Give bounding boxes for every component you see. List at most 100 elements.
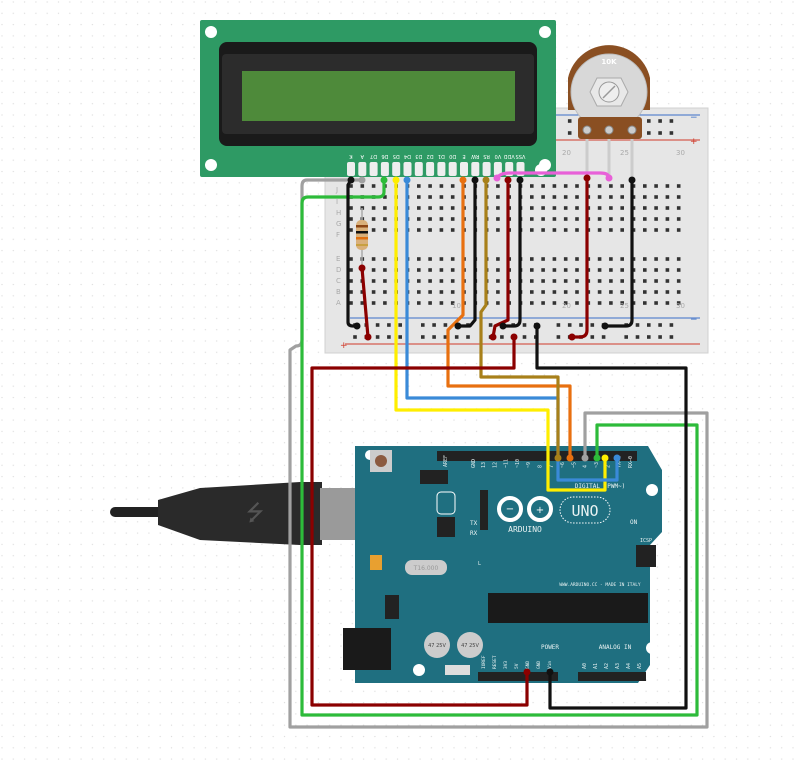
rail-hole[interactable] — [500, 335, 504, 339]
breadboard-hole[interactable] — [428, 301, 432, 305]
potentiometer[interactable]: 10K — [568, 45, 650, 176]
wire-endpoint[interactable] — [347, 176, 355, 184]
breadboard-hole[interactable] — [597, 195, 602, 199]
rail-hole[interactable] — [398, 335, 402, 339]
breadboard-hole[interactable] — [496, 301, 500, 305]
breadboard-hole[interactable] — [665, 206, 670, 210]
lcd-pin[interactable] — [403, 162, 412, 176]
breadboard-hole[interactable] — [665, 257, 670, 261]
breadboard-hole[interactable] — [575, 217, 579, 221]
wire-darkred-pot[interactable] — [570, 176, 589, 339]
rail-hole[interactable] — [669, 335, 674, 339]
breadboard-hole[interactable] — [541, 206, 545, 210]
wire-endpoint[interactable] — [364, 333, 372, 341]
rail-hole[interactable] — [567, 119, 572, 123]
breadboard-hole[interactable] — [620, 195, 624, 199]
breadboard-hole[interactable] — [575, 195, 579, 199]
breadboard-hole[interactable] — [676, 206, 681, 210]
wire-endpoint[interactable] — [504, 176, 512, 184]
breadboard-hole[interactable] — [676, 184, 681, 188]
lcd-pin[interactable] — [493, 162, 502, 176]
wire-endpoint[interactable] — [459, 176, 467, 184]
breadboard-hole[interactable] — [575, 184, 579, 188]
wire-black-rw[interactable] — [456, 178, 477, 328]
breadboard-hole[interactable] — [541, 257, 545, 261]
breadboard-hole[interactable] — [575, 290, 579, 294]
lcd-pin[interactable] — [482, 162, 491, 176]
breadboard-hole[interactable] — [496, 184, 500, 188]
breadboard-hole[interactable] — [450, 268, 455, 272]
breadboard-hole[interactable] — [371, 301, 376, 305]
breadboard-hole[interactable] — [417, 195, 421, 199]
breadboard-hole[interactable] — [597, 228, 602, 232]
rail-hole[interactable] — [556, 335, 561, 339]
breadboard-hole[interactable] — [349, 257, 353, 261]
wire-darkred-5v[interactable] — [310, 335, 529, 707]
breadboard-hole[interactable] — [575, 279, 579, 283]
breadboard-hole[interactable] — [609, 279, 613, 283]
breadboard-hole[interactable] — [383, 257, 387, 261]
breadboard-hole[interactable] — [609, 257, 613, 261]
breadboard-hole[interactable] — [349, 206, 353, 210]
breadboard-hole[interactable] — [676, 301, 681, 305]
breadboard-hole[interactable] — [450, 206, 455, 210]
breadboard-hole[interactable] — [609, 290, 613, 294]
breadboard-hole[interactable] — [620, 228, 624, 232]
breadboard-hole[interactable] — [654, 268, 658, 272]
lcd-pin[interactable] — [347, 162, 355, 176]
breadboard-hole[interactable] — [371, 228, 376, 232]
breadboard-hole[interactable] — [439, 217, 444, 221]
wire-black-vss[interactable] — [501, 178, 522, 328]
breadboard-hole[interactable] — [609, 228, 613, 232]
resistor[interactable] — [356, 208, 368, 265]
breadboard-hole[interactable] — [371, 290, 376, 294]
breadboard-hole[interactable] — [541, 301, 545, 305]
breadboard-hole[interactable] — [439, 279, 444, 283]
wire-endpoint[interactable] — [601, 454, 609, 462]
rail-hole[interactable] — [647, 119, 651, 123]
rail-hole[interactable] — [658, 335, 662, 339]
rail-hole[interactable] — [579, 323, 583, 327]
breadboard-hole[interactable] — [609, 217, 613, 221]
breadboard-hole[interactable] — [383, 195, 387, 199]
breadboard-hole[interactable] — [496, 195, 500, 199]
breadboard-hole[interactable] — [563, 279, 568, 283]
wire-endpoint[interactable] — [516, 176, 524, 184]
breadboard-hole[interactable] — [530, 206, 534, 210]
wire-black-gnd[interactable] — [535, 324, 688, 710]
breadboard-hole[interactable] — [597, 290, 602, 294]
rail-hole[interactable] — [601, 335, 606, 339]
breadboard-hole[interactable] — [563, 301, 568, 305]
breadboard-hole[interactable] — [609, 301, 613, 305]
breadboard-hole[interactable] — [575, 301, 579, 305]
breadboard-hole[interactable] — [541, 279, 545, 283]
breadboard-hole[interactable] — [620, 268, 624, 272]
breadboard-hole[interactable] — [383, 268, 387, 272]
rail-hole[interactable] — [567, 131, 572, 135]
wire-darkred-resistor[interactable] — [360, 266, 370, 339]
lcd-pin[interactable] — [358, 162, 367, 176]
breadboard-hole[interactable] — [676, 228, 681, 232]
breadboard-hole[interactable] — [620, 279, 624, 283]
lcd-pin[interactable] — [471, 162, 480, 176]
breadboard-hole[interactable] — [349, 228, 353, 232]
lcd-pin[interactable] — [369, 162, 378, 176]
breadboard-hole[interactable] — [450, 217, 455, 221]
rail-hole[interactable] — [398, 323, 402, 327]
rail-hole[interactable] — [669, 131, 674, 135]
wire-endpoint[interactable] — [471, 176, 479, 184]
lcd-pin[interactable] — [380, 162, 389, 176]
breadboard-hole[interactable] — [371, 206, 376, 210]
breadboard-hole[interactable] — [417, 184, 421, 188]
breadboard-hole[interactable] — [530, 301, 534, 305]
wire-endpoint[interactable] — [566, 454, 574, 462]
breadboard-hole[interactable] — [383, 301, 387, 305]
breadboard-hole[interactable] — [541, 268, 545, 272]
breadboard-hole[interactable] — [496, 279, 500, 283]
breadboard-hole[interactable] — [643, 195, 647, 199]
wire-endpoint[interactable] — [403, 176, 411, 184]
breadboard-hole[interactable] — [428, 206, 432, 210]
breadboard-hole[interactable] — [450, 257, 455, 261]
breadboard-hole[interactable] — [371, 268, 376, 272]
wire-endpoint[interactable] — [613, 454, 621, 462]
